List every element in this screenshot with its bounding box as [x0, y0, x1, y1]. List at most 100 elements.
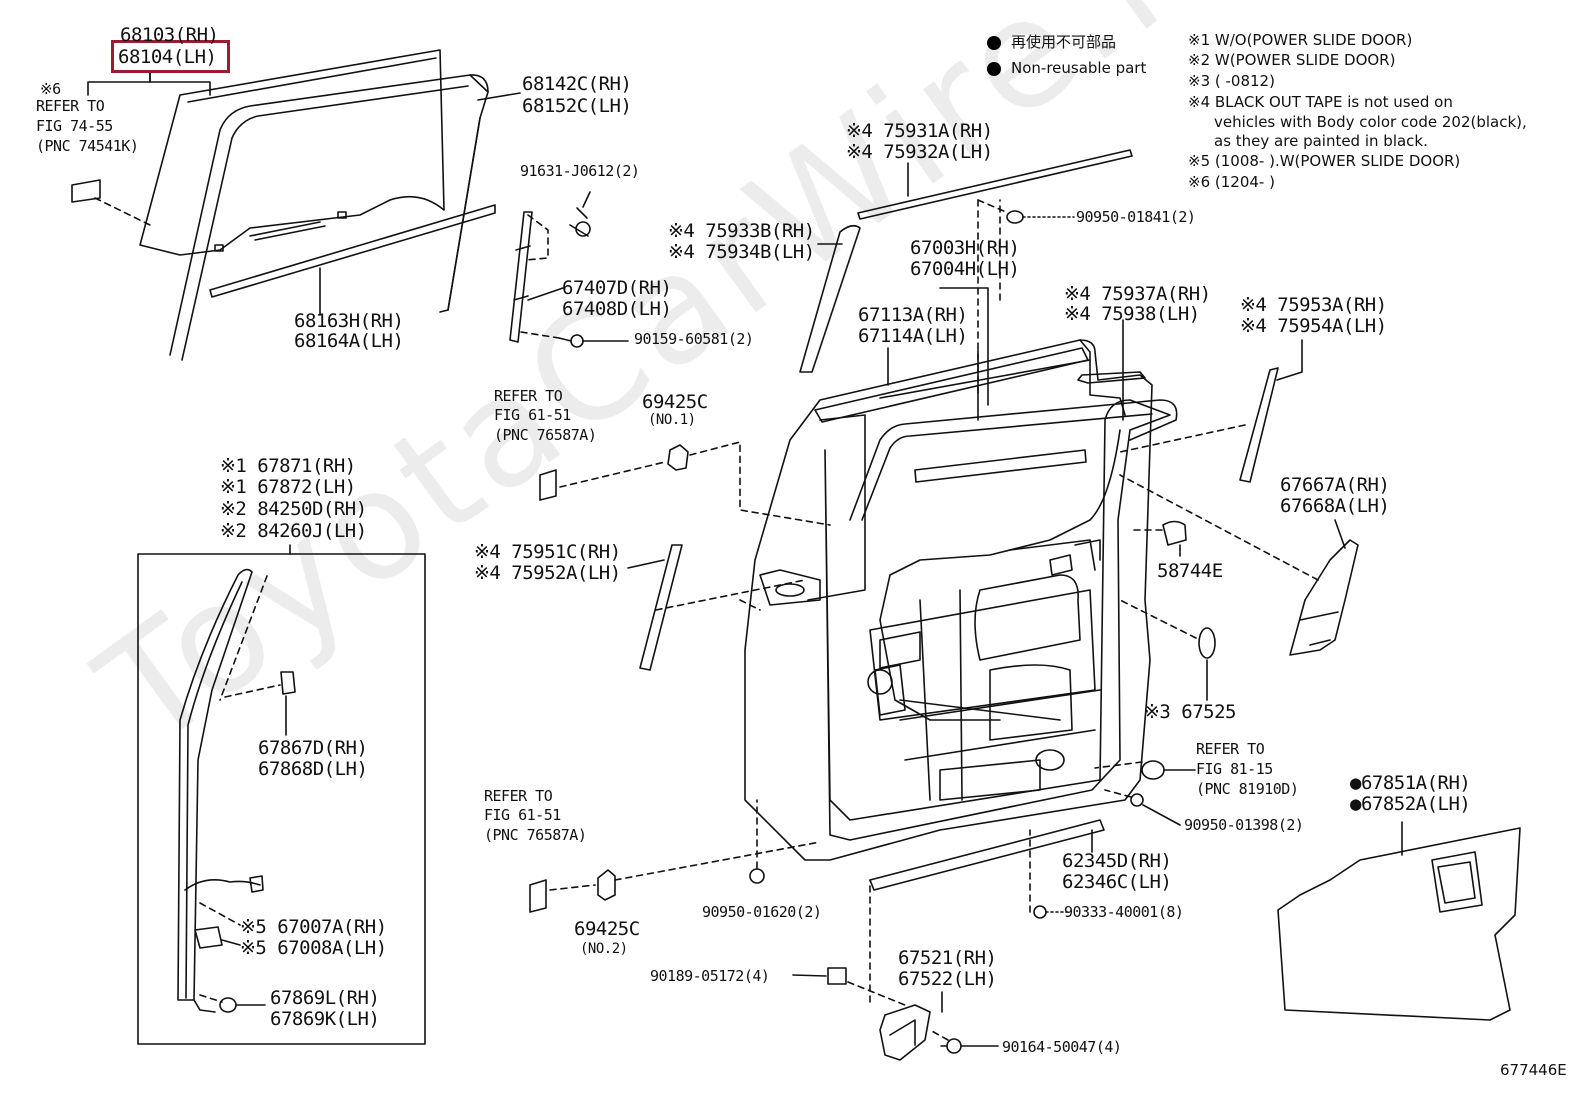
part-label-90159[interactable]: 90159-60581(2) [634, 330, 754, 348]
refer-to-81-15-line3[interactable]: (PNC 81910D) [1196, 780, 1299, 798]
part-label-67869k[interactable]: 67869K(LH) [270, 1008, 380, 1030]
part-label-75934b[interactable]: ※4 75934B(LH) [668, 241, 815, 263]
part-label-67407d[interactable]: 67407D(RH) [562, 277, 672, 299]
part-label-67869l[interactable]: 67869L(RH) [270, 987, 380, 1009]
leader-68104-b [149, 71, 211, 96]
part-label-67408d[interactable]: 67408D(LH) [562, 298, 672, 320]
part-label-75937a[interactable]: ※4 75937A(RH) [1064, 283, 1211, 305]
refer-to-61-51-upper-line3[interactable]: (PNC 76587A) [494, 426, 597, 444]
part-label-62345d[interactable]: 62345D(RH) [1062, 850, 1172, 872]
leader-68104 [87, 71, 151, 96]
part-label-67114a[interactable]: 67114A(LH) [858, 325, 968, 347]
part-label-67525[interactable]: ※3 67525 [1144, 701, 1237, 723]
blackout-tape-front [799, 224, 861, 373]
part-label-67872[interactable]: ※1 67872(LH) [220, 476, 356, 498]
note-5: ※5 (1008- ).W(POWER SLIDE DOOR) [1188, 152, 1461, 170]
part-label-75954a[interactable]: ※4 75954A(LH) [1240, 315, 1387, 337]
refer-to-61-51-lower-line3[interactable]: (PNC 76587A) [484, 826, 587, 844]
part-label-69425c-no1-sub: (NO.1) [648, 412, 696, 428]
figure-code: 677446E [1500, 1061, 1567, 1079]
legend-nonreusable-jp: 再使用不可部品 [1011, 33, 1117, 51]
note-4: ※4 BLACK OUT TAPE is not used on [1188, 93, 1453, 111]
leader-dashed-glass [94, 197, 151, 226]
part-label-90950-01841[interactable]: 90950-01841(2) [1076, 208, 1196, 226]
part-label-67871[interactable]: ※1 67871(RH) [220, 455, 356, 477]
part-label-68163h[interactable]: 68163H(RH) [294, 310, 404, 332]
leader-67003 [939, 287, 989, 406]
part-label-67852a[interactable]: ●67852A(LH) [1350, 793, 1471, 815]
part-label-67851a[interactable]: ●67851A(RH) [1350, 772, 1471, 794]
part-label-75938[interactable]: ※4 75938(LH) [1064, 303, 1200, 325]
part-label-75953a[interactable]: ※4 75953A(RH) [1240, 294, 1387, 316]
part-label-58744e[interactable]: 58744E [1157, 560, 1223, 582]
door-glass [139, 49, 445, 256]
door-shell [744, 339, 1178, 861]
part-label-75932a[interactable]: ※4 75932A(LH) [846, 141, 993, 163]
grommet-01841 [1006, 210, 1024, 224]
note-1: ※1 W/O(POWER SLIDE DOOR) [1188, 31, 1413, 49]
part-label-67868d[interactable]: 67868D(LH) [258, 758, 368, 780]
part-label-67113a[interactable]: 67113A(RH) [858, 304, 968, 326]
part-label-69425c-no2[interactable]: 69425C [574, 918, 640, 940]
rear-trim-panel [1289, 539, 1359, 656]
refer-to-61-51-upper-line1[interactable]: REFER TO [494, 387, 563, 405]
refer-to-61-51-lower-line2[interactable]: FIG 61-51 [484, 806, 561, 824]
note-2: ※2 W(POWER SLIDE DOOR) [1188, 51, 1396, 69]
part-label-68103[interactable]: 68103(RH) [120, 24, 219, 46]
blackout-tape-upper [857, 149, 1133, 220]
refer-to-61-51-upper-line2[interactable]: FIG 61-51 [494, 406, 571, 424]
part-label-67867d[interactable]: 67867D(RH) [258, 737, 368, 759]
part-label-68164a[interactable]: 68164A(LH) [294, 330, 404, 352]
leader-68142 [477, 92, 521, 101]
part-label-67008a[interactable]: ※5 67008A(LH) [240, 937, 387, 959]
part-label-69425c-no2-sub: (NO.2) [580, 941, 628, 957]
part-label-67007a[interactable]: ※5 67007A(RH) [240, 916, 387, 938]
label-tag-74541k [71, 179, 101, 203]
clip-90333 [1033, 905, 1047, 919]
refer-to-81-15-line2[interactable]: FIG 81-15 [1196, 760, 1273, 778]
hole-cover-67525 [1198, 627, 1216, 659]
part-label-68104[interactable]: 68104(LH) [118, 46, 217, 68]
blackout-tape-rear-pillar [1239, 367, 1279, 483]
part-label-90950-01398[interactable]: 90950-01398(2) [1184, 816, 1304, 834]
part-label-67003h[interactable]: 67003H(RH) [910, 237, 1020, 259]
label-tag-76587a-lower [529, 879, 547, 913]
part-label-67522[interactable]: 67522(LH) [898, 968, 997, 990]
part-label-67668a[interactable]: 67668A(LH) [1280, 495, 1390, 517]
stopper-69425c-no1 [667, 444, 689, 471]
glass-run-channel [169, 74, 489, 361]
part-label-90164[interactable]: 90164-50047(4) [1002, 1038, 1122, 1056]
note-4-line3: as they are painted in black. [1214, 132, 1428, 150]
refer-to-74-55-line3[interactable]: (PNC 74541K) [36, 137, 139, 155]
refer-to-74-55-line1[interactable]: REFER TO [36, 97, 105, 115]
part-label-67004h[interactable]: 67004H(LH) [910, 258, 1020, 280]
note-mark-6: ※6 [40, 80, 61, 98]
refer-to-81-15-line1[interactable]: REFER TO [1196, 740, 1265, 758]
part-label-69425c-no1[interactable]: 69425C [642, 391, 708, 413]
part-label-75952a[interactable]: ※4 75952A(LH) [474, 562, 621, 584]
part-label-90333[interactable]: 90333-40001(8) [1064, 903, 1184, 921]
refer-to-61-51-lower-line1[interactable]: REFER TO [484, 787, 553, 805]
part-label-68152c[interactable]: 68152C(LH) [522, 95, 632, 117]
highlighted-part-box [111, 40, 230, 73]
part-label-67521[interactable]: 67521(RH) [898, 947, 997, 969]
nut-90189 [827, 967, 847, 985]
step-moulding [869, 819, 1105, 891]
refer-81-15-part [1141, 760, 1165, 780]
part-label-84250d[interactable]: ※2 84250D(RH) [220, 498, 367, 520]
part-label-84260j[interactable]: ※2 84260J(LH) [220, 520, 367, 542]
part-label-75951c[interactable]: ※4 75951C(RH) [474, 541, 621, 563]
part-label-75933b[interactable]: ※4 75933B(RH) [668, 220, 815, 242]
weatherstrip-inset [177, 568, 296, 1013]
label-tag-76587a-upper [539, 469, 557, 501]
part-label-90950-01620[interactable]: 90950-01620(2) [702, 903, 822, 921]
part-label-75931a[interactable]: ※4 75931A(RH) [846, 120, 993, 142]
refer-to-74-55-line2[interactable]: FIG 74-55 [36, 117, 113, 135]
inset-frame [137, 553, 426, 1045]
part-label-68142c[interactable]: 68142C(RH) [522, 73, 632, 95]
part-label-67667a[interactable]: 67667A(RH) [1280, 474, 1390, 496]
quarter-trim-panel [1277, 827, 1521, 1021]
part-label-90189[interactable]: 90189-05172(4) [650, 967, 770, 985]
part-label-91631[interactable]: 91631-J0612(2) [520, 162, 640, 180]
part-label-62346c[interactable]: 62346C(LH) [1062, 871, 1172, 893]
